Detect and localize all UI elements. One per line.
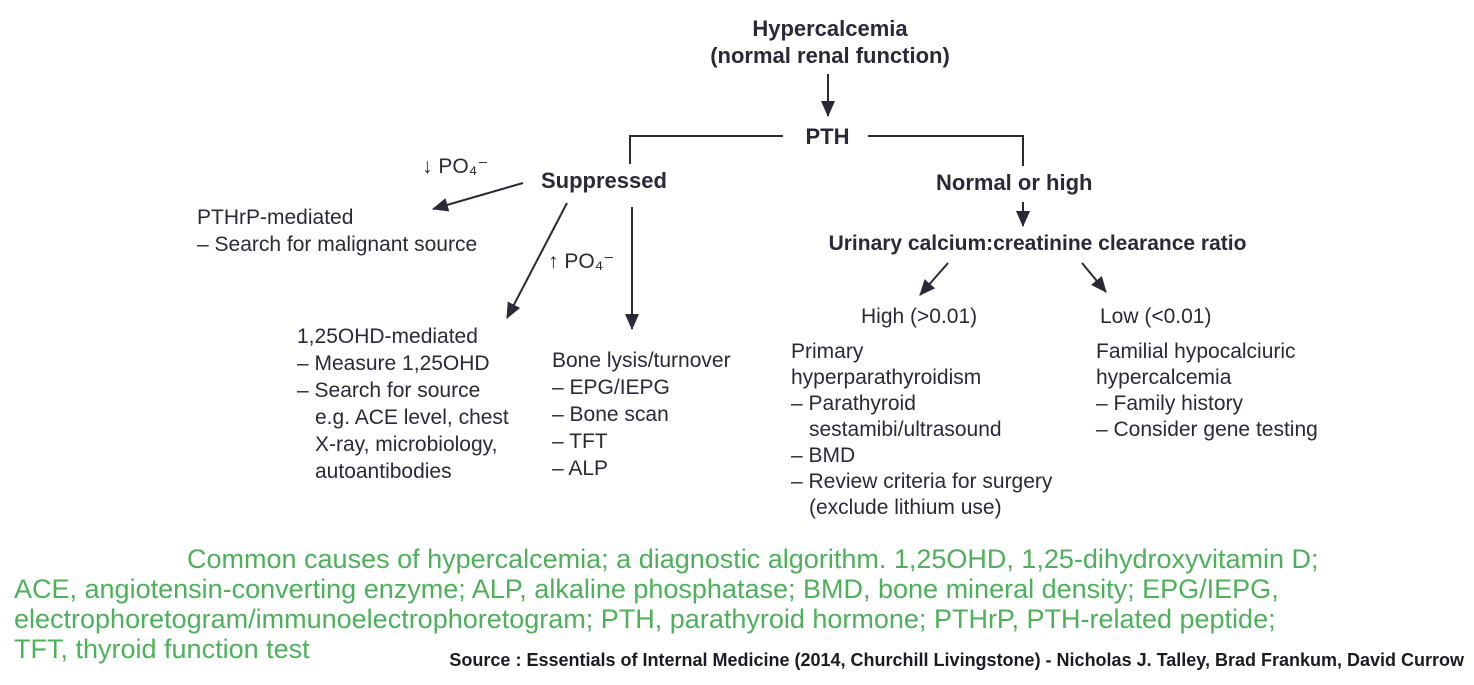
low-line: – Consider gene testing <box>1096 418 1318 441</box>
pthrp-line: PTHrP-mediated <box>197 206 354 229</box>
bone-line: – ALP <box>552 457 609 480</box>
po4-up-label: ↑ PO₄⁻ <box>548 250 615 273</box>
high-branch-label: High (>0.01) <box>861 305 978 328</box>
arrow-urinary-to-low <box>1081 262 1107 293</box>
high-line: hyperparathyroidism <box>791 366 982 389</box>
ohd-line: 1,25OHD-mediated <box>297 325 478 348</box>
suppressed-node: Suppressed <box>541 168 667 193</box>
caption-line: TFT, thyroid function test <box>14 634 310 664</box>
bone-line: – TFT <box>552 430 608 453</box>
ohd-line: autoantibodies <box>315 460 452 483</box>
bone-line: – Bone scan <box>552 403 669 426</box>
bone-block: Bone lysis/turnover – EPG/IEPG – Bone sc… <box>552 347 731 482</box>
high-line: – Parathyroid <box>791 392 916 415</box>
low-branch-block: Familial hypocalciuric hypercalcemia – F… <box>1096 339 1318 443</box>
caption-line: ACE, angiotensin-converting enzyme; ALP,… <box>14 574 1279 604</box>
low-line: – Family history <box>1096 392 1244 415</box>
high-line: (exclude lithium use) <box>809 496 1002 519</box>
ohd-line: X-ray, microbiology, <box>315 433 498 456</box>
figure-caption: Common causes of hypercalcemia; a diagno… <box>14 544 1319 664</box>
bone-line: Bone lysis/turnover <box>552 349 731 372</box>
normal-or-high-node: Normal or high <box>936 170 1093 195</box>
high-line: sestamibi/ultrasound <box>809 418 1002 441</box>
high-line: – Review criteria for surgery <box>791 470 1053 493</box>
low-line: Familial hypocalciuric <box>1096 340 1296 363</box>
ohd-block: 1,25OHD-mediated – Measure 1,25OHD – Sea… <box>297 323 509 485</box>
source-credit: Source : Essentials of Internal Medicine… <box>449 650 1464 670</box>
arrow-urinary-to-high <box>919 262 949 296</box>
low-line: hypercalcemia <box>1096 366 1232 389</box>
pth-node: PTH <box>805 124 850 149</box>
urinary-node: Urinary calcium:creatinine clearance rat… <box>828 232 1247 255</box>
high-line: Primary <box>791 340 864 363</box>
root-title-line2: (normal renal function) <box>710 43 950 68</box>
caption-line: Common causes of hypercalcemia; a diagno… <box>187 544 1319 574</box>
high-line: – BMD <box>791 444 856 467</box>
po4-down-label: ↓ PO₄⁻ <box>422 155 489 178</box>
pthrp-line: – Search for malignant source <box>197 233 478 256</box>
bone-line: – EPG/IEPG <box>552 376 670 399</box>
ohd-line: – Search for source <box>297 379 481 402</box>
low-branch-label: Low (<0.01) <box>1100 305 1212 328</box>
high-branch-block: Primary hyperparathyroidism – Parathyroi… <box>791 339 1052 521</box>
caption-line: electrophoretogram/immunoelectrophoretog… <box>14 604 1276 634</box>
root-node: Hypercalcemia (normal renal function) <box>580 15 1080 69</box>
root-title-line1: Hypercalcemia <box>752 16 908 41</box>
ohd-line: e.g. ACE level, chest <box>315 406 509 429</box>
pthrp-block: PTHrP-mediated – Search for malignant so… <box>197 204 477 258</box>
ohd-line: – Measure 1,25OHD <box>297 352 490 375</box>
